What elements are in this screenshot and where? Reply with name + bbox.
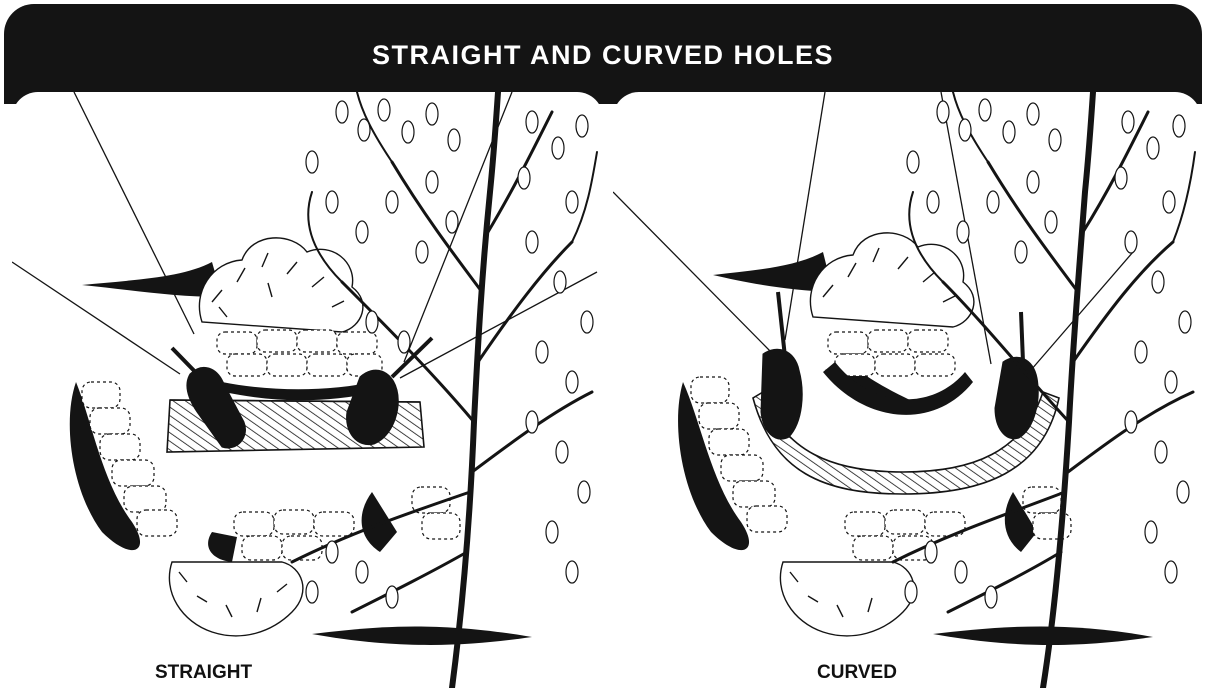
curved-caption: CURVED xyxy=(613,662,1151,684)
sandbag-wall-rear xyxy=(217,330,382,376)
curved-hole-illustration xyxy=(613,92,1201,688)
curved-caption-text: CURVED xyxy=(815,662,899,683)
straight-caption: STRAIGHT xyxy=(12,662,499,684)
sandbag-wall-front xyxy=(234,487,460,560)
title-banner: STRAIGHT AND CURVED HOLES xyxy=(4,4,1202,104)
tree xyxy=(893,92,1195,688)
straight-caption-text: STRAIGHT xyxy=(153,662,254,683)
straight-panel: STRAIGHT xyxy=(12,92,603,688)
straight-hole-illustration xyxy=(12,92,603,688)
page-title: STRAIGHT AND CURVED HOLES xyxy=(4,40,1202,71)
sandbag-wall-rear xyxy=(828,330,955,376)
curved-panel: CURVED xyxy=(613,92,1201,688)
bush-top xyxy=(780,233,974,636)
sandbag-wall-front xyxy=(845,487,1071,560)
